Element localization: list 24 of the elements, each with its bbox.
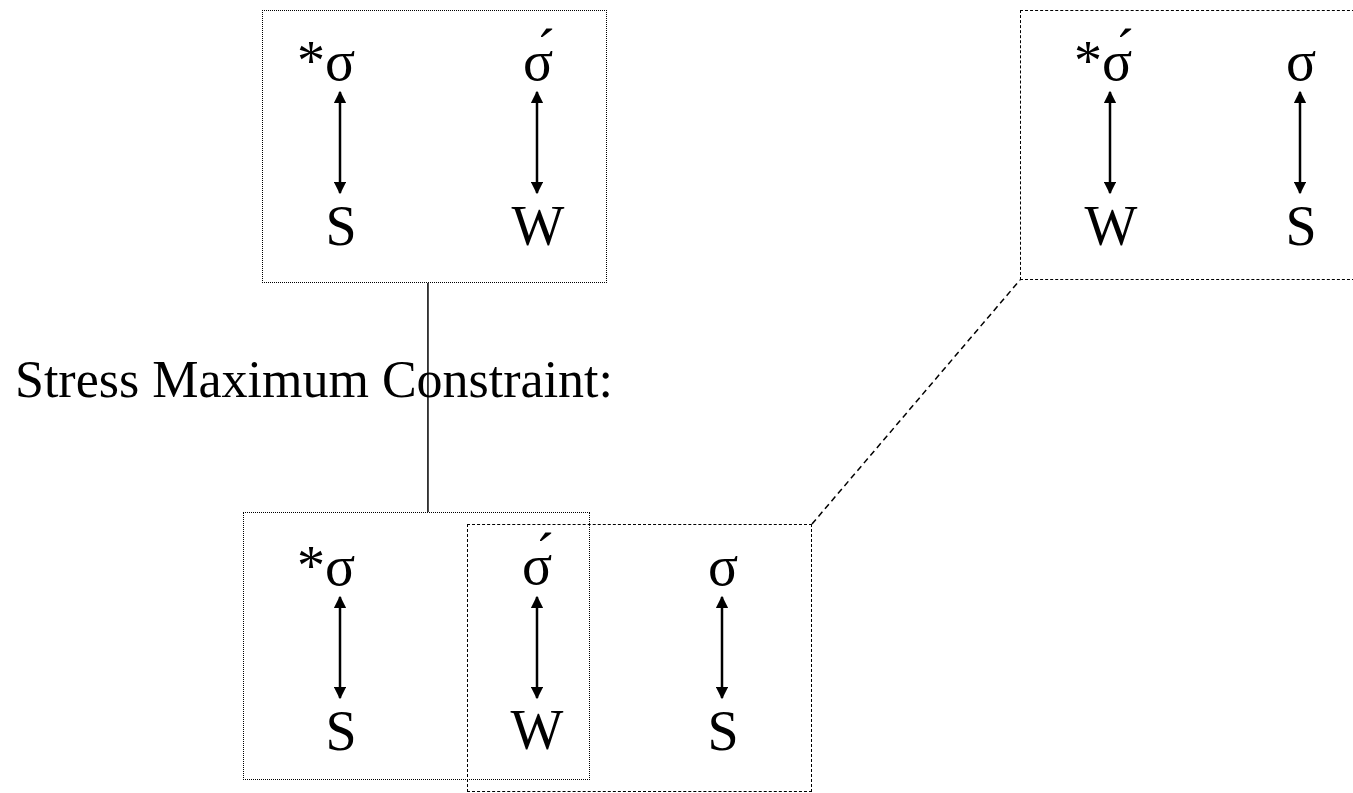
symbol-label: *σ	[276, 31, 376, 91]
symbol-label: W	[488, 196, 588, 256]
symbol-label: σ	[673, 536, 773, 596]
symbol-label: W	[1061, 196, 1161, 256]
symbol-label: S	[673, 701, 773, 761]
double-arrow	[1103, 90, 1117, 195]
symbol-label: W	[487, 700, 587, 760]
symbol-label: S	[291, 701, 391, 761]
symbol-label: S	[291, 196, 391, 256]
dotted-frame	[243, 512, 590, 780]
symbol-label: S	[1251, 196, 1351, 256]
symbol-label: *σ	[276, 536, 376, 596]
connector-line	[427, 282, 429, 513]
double-arrow	[1293, 90, 1307, 195]
double-arrow	[333, 595, 347, 700]
dashed-frame	[1020, 10, 1353, 280]
double-arrow	[530, 595, 544, 700]
connector-line	[811, 279, 1021, 525]
double-arrow	[715, 595, 729, 700]
symbol-label: σ	[1251, 31, 1351, 91]
double-arrow	[333, 90, 347, 195]
dashed-frame	[467, 524, 812, 792]
double-arrow	[530, 90, 544, 195]
dotted-frame	[262, 10, 607, 283]
